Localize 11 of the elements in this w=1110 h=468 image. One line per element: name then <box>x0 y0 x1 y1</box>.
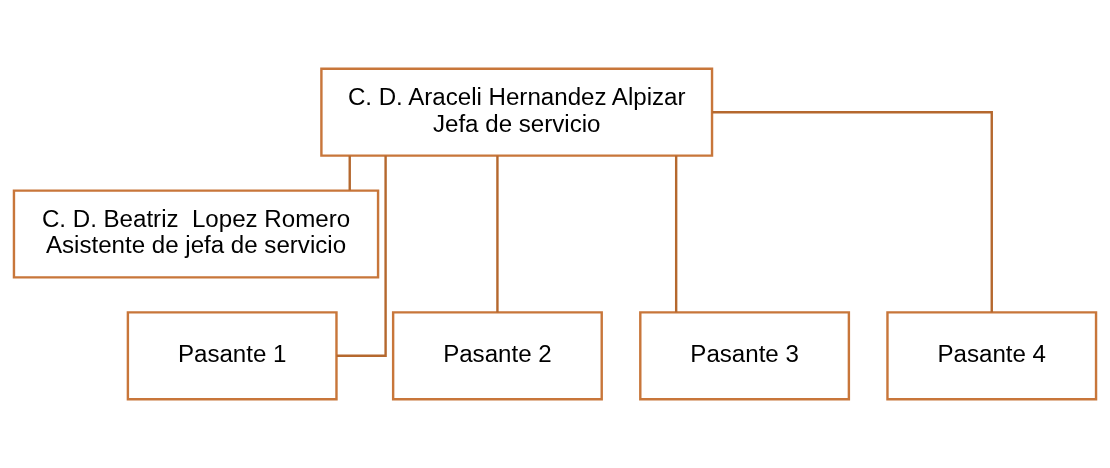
connector <box>336 155 387 357</box>
node-box: Pasante 2 <box>391 311 603 401</box>
node-box: Pasante 3 <box>639 311 851 401</box>
connector <box>496 155 499 313</box>
node-box: C. D. Araceli Hernandez Alpizar Jefa de servicio <box>320 67 714 157</box>
connector <box>712 111 993 313</box>
connector <box>674 155 678 313</box>
connector <box>348 155 351 191</box>
node-box: Pasante 4 <box>886 311 1098 401</box>
node-box: Pasante 1 <box>126 311 338 401</box>
node-box: C. D. Beatriz Lopez Romero Asistente de jefa de servicio <box>12 189 380 279</box>
